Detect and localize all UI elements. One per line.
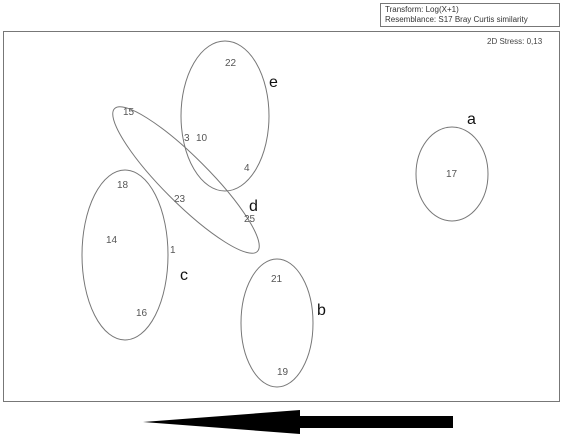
- group-label-a: a: [467, 111, 476, 128]
- ellipse-c: [81, 169, 169, 341]
- point-label: 3: [184, 133, 190, 144]
- point-label: 16: [136, 308, 148, 319]
- ellipse-b: [240, 258, 314, 388]
- ellipse-e: [180, 40, 270, 192]
- point-label: 19: [277, 367, 289, 378]
- ellipse-a: [415, 126, 489, 222]
- point-label: 14: [106, 235, 118, 246]
- transform-label: Transform: Log(X+1): [385, 5, 459, 14]
- direction-arrow: [143, 410, 453, 434]
- resemblance-label: Resemblance: S17 Bray Curtis similarity: [385, 15, 528, 24]
- point-label: 23: [174, 194, 186, 205]
- point-label: 21: [271, 274, 283, 285]
- point-label: 1: [170, 245, 176, 256]
- stress-label: 2D Stress: 0,13: [487, 37, 543, 46]
- group-label-d: d: [249, 198, 258, 215]
- point-label: 4: [244, 163, 250, 174]
- group-label-b: b: [317, 302, 326, 319]
- point-label: 10: [196, 133, 208, 144]
- group-label-c: c: [180, 267, 188, 284]
- point-label: 25: [244, 214, 256, 225]
- point-label: 15: [123, 107, 135, 118]
- point-label: 18: [117, 180, 129, 191]
- ellipse-d: [112, 106, 260, 254]
- point-label: 17: [446, 169, 458, 180]
- group-label-e: e: [269, 74, 278, 91]
- legend-box: Transform: Log(X+1) Resemblance: S17 Bra…: [380, 3, 560, 27]
- point-label: 22: [225, 58, 237, 69]
